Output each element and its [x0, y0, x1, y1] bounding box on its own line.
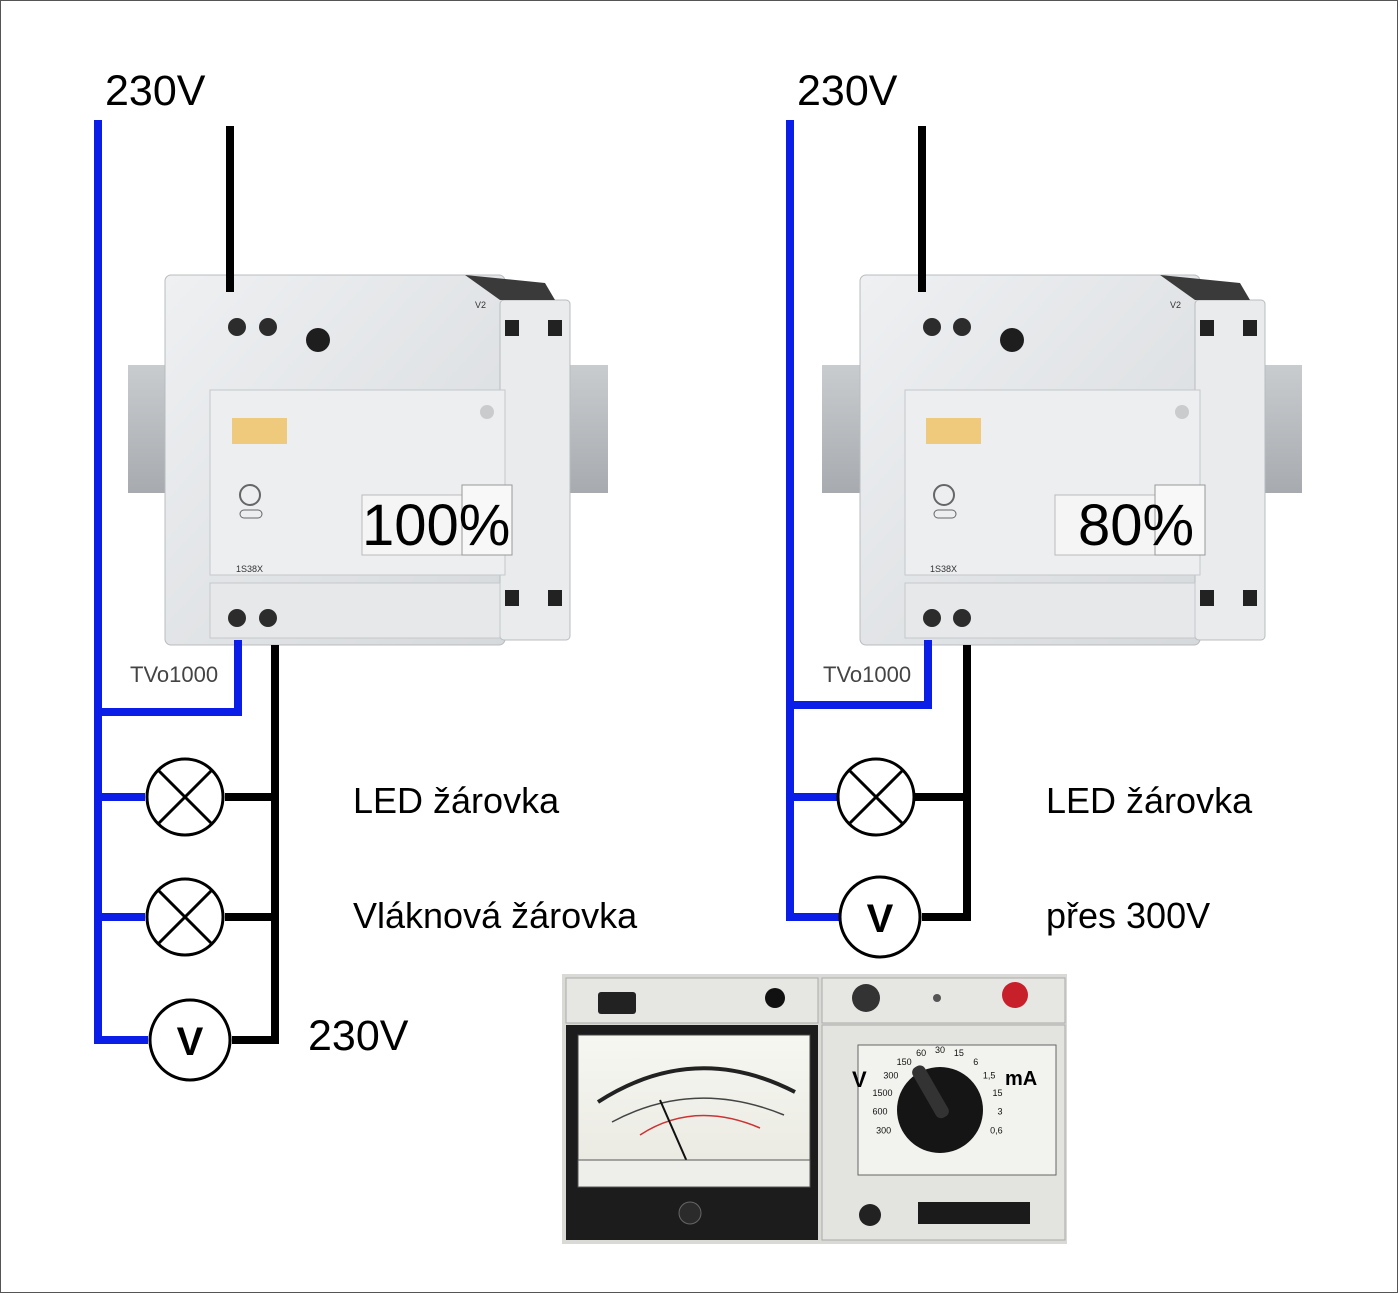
right-circuit: 1S38X V2 80% TVo1000 V 230V LED žárovka … — [786, 67, 1302, 959]
multimeter-volt-scale: V — [852, 1067, 867, 1092]
range-value-label: 300 — [883, 1071, 898, 1081]
led-lamp-label: LED žárovka — [1046, 780, 1253, 821]
svg-text:1S38X: 1S38X — [930, 564, 957, 574]
svg-text:1S38X: 1S38X — [236, 564, 263, 574]
neutral-wire — [94, 120, 148, 1044]
voltmeter-symbol: V — [838, 875, 922, 959]
filament-lamp-label: Vláknová žárovka — [353, 895, 638, 936]
range-value-label: 0,6 — [990, 1126, 1003, 1136]
phase-output-wire — [232, 645, 279, 1044]
supply-voltage-label: 230V — [105, 67, 206, 115]
range-value-label: 300 — [876, 1126, 891, 1136]
supply-voltage-label: 230V — [797, 67, 898, 115]
range-value-label: 15 — [954, 1048, 964, 1058]
range-value-label: 1,5 — [983, 1071, 996, 1081]
range-value-label: 150 — [897, 1057, 912, 1067]
led-lamp-symbol — [836, 757, 916, 837]
range-value-label: 3 — [997, 1107, 1002, 1117]
multimeter-ma-scale: mA — [1005, 1068, 1037, 1090]
range-value-label: 1500 — [872, 1088, 892, 1098]
svg-text:V2: V2 — [1170, 300, 1181, 310]
led-lamp-label: LED žárovka — [353, 780, 560, 821]
range-value-label: 60 — [916, 1048, 926, 1058]
voltmeter-symbol: V — [148, 998, 232, 1082]
range-value-label: 6 — [973, 1057, 978, 1067]
phase-output-wire — [922, 645, 971, 921]
voltage-reading-label: přes 300V — [1046, 895, 1210, 936]
range-value-label: 30 — [935, 1045, 945, 1055]
dimmer-module-left: 1S38X V2 — [164, 274, 571, 646]
neutral-to-dimmer-wire — [790, 640, 932, 709]
neutral-to-dimmer-wire — [98, 640, 242, 716]
range-value-label: 600 — [872, 1107, 887, 1117]
dimmer-module-right: 1S38X V2 — [859, 274, 1266, 646]
dimmer-level-label: 80% — [1078, 493, 1194, 558]
left-circuit: 1S38X V2 100% TVo1000 — [94, 67, 638, 1082]
voltage-reading-label: 230V — [308, 1012, 409, 1060]
analog-multimeter: V mA 300 600 1500 300 150 60 30 15 6 1,5 15 3 0,6 — [562, 974, 1067, 1244]
dimmer-level-label: 100% — [362, 493, 510, 558]
neutral-wire — [786, 120, 840, 921]
voltmeter-letter: V — [867, 897, 894, 941]
dimmer-model-label: TVo1000 — [823, 662, 911, 687]
led-lamp-symbol — [145, 757, 225, 837]
voltmeter-letter: V — [177, 1020, 204, 1064]
range-value-label: 15 — [992, 1088, 1002, 1098]
filament-lamp-symbol — [145, 877, 225, 957]
svg-text:V2: V2 — [475, 300, 486, 310]
dimmer-model-label: TVo1000 — [130, 662, 218, 687]
